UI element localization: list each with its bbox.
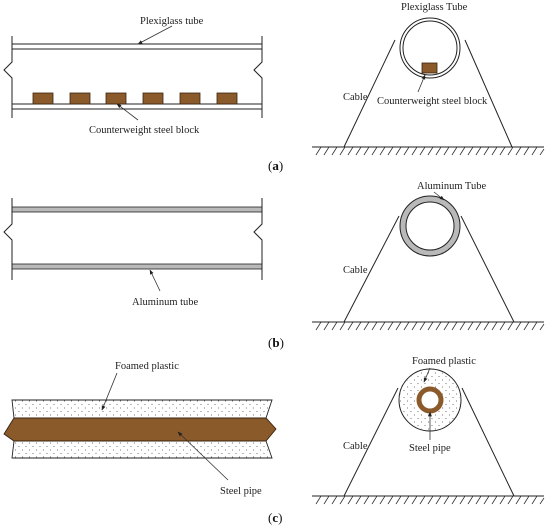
break-line-left [3, 36, 13, 118]
arrow-counterweight-right [417, 74, 426, 93]
subfigure-label-a: (a) [268, 158, 283, 173]
label-plexiglass-tube: Plexiglass tube [140, 16, 204, 27]
foam-layer-top [11, 399, 273, 419]
panel-c: Foamed plastic Steel pipe Foamed plastic… [3, 356, 545, 525]
arrow-foamed-plastic [101, 372, 118, 411]
panel-c-side-view: Foamed plastic Steel pipe [3, 361, 277, 497]
panel-a-side-view: Plexiglass tube Counterweight steel bloc… [3, 16, 263, 136]
steel-block [105, 92, 127, 105]
label-aluminum-tube-section: Aluminum Tube [417, 181, 486, 192]
arrow-steel-pipe [177, 431, 229, 481]
arrow-plexiglass-tube [137, 25, 173, 45]
arrow-foamed-plastic-section [423, 367, 431, 383]
steel-block [142, 92, 164, 105]
arrow-aluminum-tube [149, 269, 161, 292]
arrow-counterweight-left [116, 103, 139, 121]
panel-b-side-view: Aluminum tube [3, 198, 263, 308]
break-line-left [3, 198, 13, 280]
steel-pipe-section [416, 386, 444, 414]
subfigure-label-c: (c) [268, 510, 282, 525]
steel-block [32, 92, 54, 105]
arrow-aluminum-tube-section [433, 191, 445, 201]
steel-block-section [421, 62, 438, 74]
steel-pipe-side [3, 417, 277, 442]
break-line-right [253, 36, 263, 118]
label-steel-pipe: Steel pipe [220, 486, 262, 497]
steel-block [216, 92, 238, 105]
panel-b-cross-section: Aluminum Tube Cable [312, 181, 545, 331]
label-counterweight-block-left: Counterweight steel block [89, 125, 200, 136]
break-line-right [253, 198, 263, 280]
steel-block [69, 92, 91, 105]
panel-a-cross-section: Plexiglass Tube Counterweight steel bloc… [312, 2, 545, 156]
label-counterweight-block-right: Counterweight steel block [377, 96, 488, 107]
subfigure-label-b: (b) [268, 335, 284, 350]
label-aluminum-tube: Aluminum tube [132, 297, 199, 308]
counterweight-blocks [32, 92, 238, 105]
panel-a: Plexiglass tube Counterweight steel bloc… [3, 2, 545, 173]
label-foamed-plastic: Foamed plastic [115, 361, 179, 372]
panel-c-cross-section: Foamed plastic Steel pipe Cable [312, 356, 545, 505]
label-cable: Cable [343, 441, 368, 452]
label-cable: Cable [343, 265, 368, 276]
label-plexiglass-tube-section: Plexiglass Tube [401, 2, 468, 13]
panel-b: Aluminum tube Aluminum Tube Cable (b) [3, 181, 545, 350]
label-foamed-plastic-section: Foamed plastic [412, 356, 476, 367]
label-cable: Cable [343, 92, 368, 103]
label-steel-pipe-section: Steel pipe [409, 443, 451, 454]
steel-block [179, 92, 201, 105]
foam-layer-bottom [11, 440, 273, 459]
